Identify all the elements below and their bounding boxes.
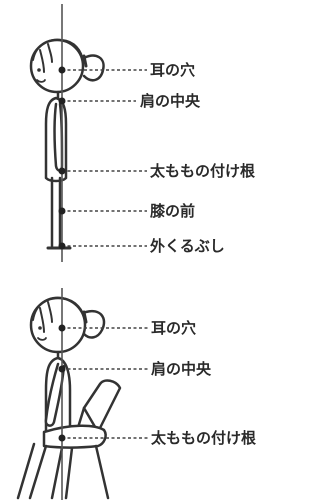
sitting-dots (58, 324, 66, 442)
standing-ponytail (82, 54, 105, 82)
dot-sit-ear-hole (58, 324, 66, 332)
label-sit-ear-hole: 耳の穴 (151, 319, 197, 337)
dot-shoulder-center (58, 97, 66, 105)
sitting-thigh (42, 424, 107, 449)
sitting-shin-front (28, 444, 48, 500)
sitting-eye (38, 326, 42, 330)
sitting-figure (16, 296, 122, 500)
sitting-shin-back (16, 442, 36, 500)
label-thigh-base: 太ももの付け根 (150, 162, 256, 180)
dot-knee-front (58, 207, 66, 215)
standing-arm (53, 102, 64, 172)
standing-figure (29, 38, 105, 250)
sitting-shin-3 (64, 446, 74, 500)
standing-leaders (62, 69, 147, 247)
standing-eye (37, 68, 41, 72)
chair-back (82, 379, 122, 434)
standing-mouth (36, 79, 46, 83)
standing-dots (58, 66, 66, 250)
label-sit-shoulder-center: 肩の中央 (151, 360, 212, 378)
label-shoulder-center: 肩の中央 (140, 92, 201, 110)
label-ear-hole: 耳の穴 (150, 61, 196, 79)
sitting-ponytail (82, 309, 106, 339)
dot-thigh-base (58, 167, 66, 175)
standing-hair-tie (82, 54, 88, 68)
dot-outer-ankle (58, 242, 66, 250)
label-sit-thigh-base: 太ももの付け根 (151, 429, 257, 447)
dot-sit-shoulder-center (58, 365, 66, 373)
dot-ear-hole (58, 66, 66, 74)
sitting-arm (44, 362, 66, 427)
dot-sit-thigh-base (58, 434, 66, 442)
label-knee-front: 膝の前 (150, 202, 196, 220)
label-outer-ankle: 外くるぶし (150, 237, 225, 255)
sitting-shin-2 (50, 446, 64, 500)
sitting-leaders (62, 327, 148, 439)
chair-seat (94, 444, 110, 500)
sitting-mouth (37, 337, 47, 341)
